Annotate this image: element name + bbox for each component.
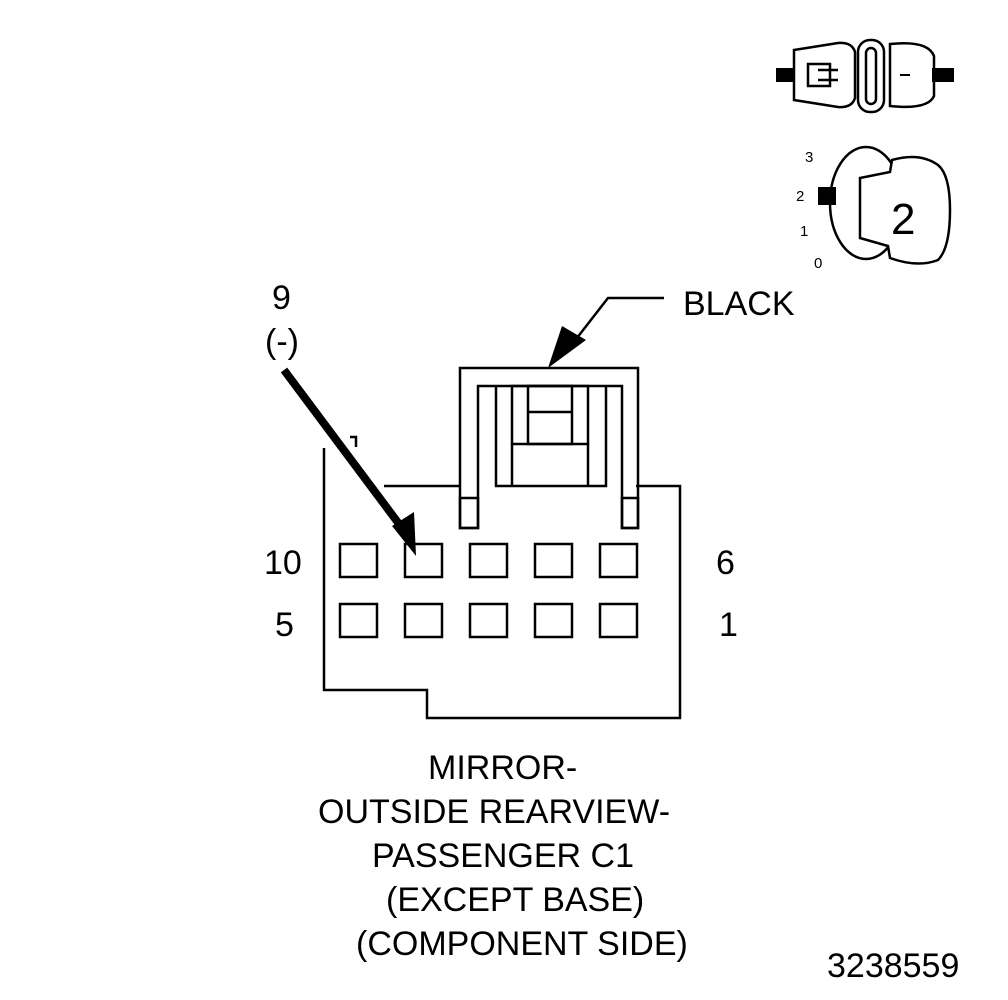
dial-tick-3: 3 [805,149,813,166]
color-callout: BLACK [548,285,795,368]
cavity-7 [533,542,574,579]
pin-9-callout: 9 (-) [265,279,416,556]
connector-body [322,366,682,720]
pin-5-label: 5 [275,606,294,644]
pin-9-polarity: (-) [265,323,299,361]
caption-line-5: (COMPONENT SIDE) [356,925,688,963]
caption-line-3: PASSENGER C1 [372,837,634,875]
dial-value: 2 [891,195,915,244]
dial-tick-1: 1 [800,223,808,240]
figure-id: 3238559 [827,947,959,985]
caption-line-4: (EXCEPT BASE) [386,881,644,919]
cavity-1 [598,602,639,639]
pin-10-label: 10 [264,544,302,582]
caption-line-2: OUTSIDE REARVIEW- [318,793,670,831]
caption-line-1: MIRROR- [428,749,577,787]
cavity-5 [338,602,379,639]
cavity-2 [533,602,574,639]
pin-6-label: 6 [716,544,735,582]
caption: MIRROR- OUTSIDE REARVIEW- PASSENGER C1 (… [318,749,688,963]
cavity-4 [403,602,444,639]
dial-tick-2: 2 [796,188,804,205]
cavity-6 [598,542,639,579]
pin-9-label: 9 [272,279,291,317]
cavity-3 [468,602,509,639]
connector-plug-icon [776,38,954,114]
color-label: BLACK [683,285,795,323]
pin-1-label: 1 [719,606,738,644]
dial-position-icon: 3 2 1 0 2 [796,145,952,272]
cavity-9 [403,542,444,579]
cavity-10 [338,542,379,579]
dial-tick-0: 0 [814,255,822,272]
cavity-8 [468,542,509,579]
